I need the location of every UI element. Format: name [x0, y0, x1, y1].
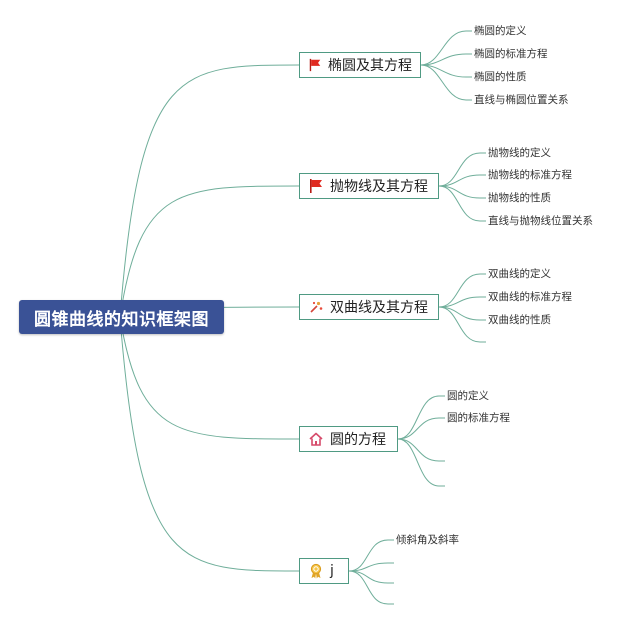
topic-label: 双曲线及其方程 — [330, 300, 428, 316]
subtopic[interactable]: 双曲线的标准方程 — [488, 291, 572, 303]
award-ribbon-icon — [310, 563, 322, 579]
topic-to-subtopic-connector — [438, 185, 486, 222]
home-icon — [309, 432, 323, 446]
topic-label: 圆的方程 — [330, 432, 386, 448]
topic-slope[interactable]: j — [299, 558, 349, 584]
topic-to-subtopic-connector — [438, 152, 486, 187]
root-to-topic-connector — [119, 185, 300, 318]
red-flag-icon — [310, 179, 322, 193]
root-topic-label: 圆锥曲线的知识框架图 — [34, 309, 209, 330]
red-flag-icon — [309, 58, 321, 72]
subtopic[interactable]: 直线与抛物线位置关系 — [488, 215, 593, 227]
topic-ellipse[interactable]: 椭圆及其方程 — [299, 52, 421, 78]
topic-parabola[interactable]: 抛物线及其方程 — [299, 173, 439, 199]
topic-to-subtopic-connector — [438, 185, 486, 199]
topic-to-subtopic-connector — [397, 438, 445, 462]
subtopic[interactable]: 圆的标准方程 — [447, 412, 510, 424]
topic-to-subtopic-connector — [438, 306, 486, 343]
topic-to-subtopic-connector — [397, 438, 445, 487]
topic-to-subtopic-connector — [420, 64, 472, 101]
topic-to-subtopic-connector — [348, 562, 394, 572]
topic-to-subtopic-connector — [397, 395, 445, 440]
topic-to-subtopic-connector — [420, 53, 472, 66]
subtopic[interactable]: 直线与椭圆位置关系 — [474, 94, 569, 106]
subtopic[interactable]: 抛物线的性质 — [488, 192, 551, 204]
topic-to-subtopic-connector — [348, 570, 394, 605]
subtopic[interactable]: 圆的定义 — [447, 390, 489, 402]
topic-to-subtopic-connector — [438, 273, 486, 308]
subtopic[interactable]: 椭圆的标准方程 — [474, 48, 548, 60]
topic-circle[interactable]: 圆的方程 — [299, 426, 398, 452]
topic-label: 抛物线及其方程 — [330, 179, 428, 195]
topic-to-subtopic-connector — [438, 296, 486, 308]
topic-to-subtopic-connector — [397, 417, 445, 440]
subtopic[interactable]: 抛物线的定义 — [488, 147, 551, 159]
topic-hyperbola[interactable]: 双曲线及其方程 — [299, 294, 439, 320]
root-to-topic-connector — [119, 316, 300, 440]
topic-to-subtopic-connector — [420, 64, 472, 78]
root-topic[interactable]: 圆锥曲线的知识框架图 — [19, 300, 224, 334]
topic-to-subtopic-connector — [438, 174, 486, 187]
topic-to-subtopic-connector — [438, 306, 486, 321]
topic-to-subtopic-connector — [348, 539, 394, 572]
topic-to-subtopic-connector — [348, 570, 394, 584]
root-to-topic-connector — [119, 64, 300, 318]
subtopic[interactable]: 倾斜角及斜率 — [396, 534, 459, 546]
root-to-topic-connector — [119, 316, 300, 572]
subtopic[interactable]: 椭圆的定义 — [474, 25, 527, 37]
sparkle-icon — [310, 301, 323, 313]
topic-label: 椭圆及其方程 — [328, 58, 412, 74]
subtopic[interactable]: 椭圆的性质 — [474, 71, 527, 83]
topic-label: j — [330, 563, 334, 579]
subtopic[interactable]: 双曲线的定义 — [488, 268, 551, 280]
subtopic[interactable]: 双曲线的性质 — [488, 314, 551, 326]
topic-to-subtopic-connector — [420, 30, 472, 66]
subtopic[interactable]: 抛物线的标准方程 — [488, 169, 572, 181]
